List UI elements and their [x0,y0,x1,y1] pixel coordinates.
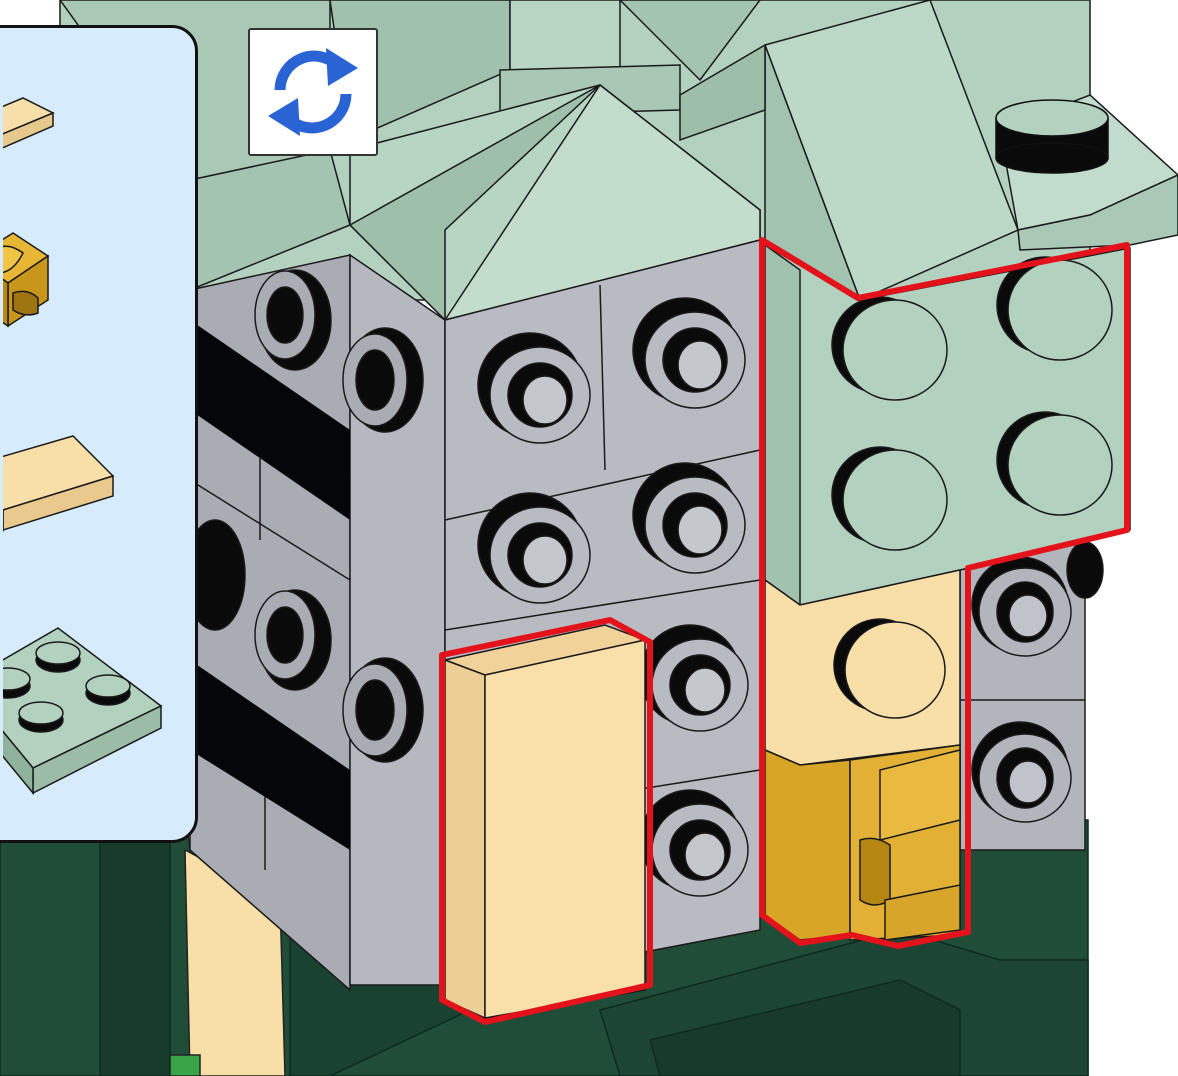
tan-tile-icon[interactable] [3,436,113,530]
parts-list-panel [0,25,198,843]
tan-plate-icon[interactable] [3,83,53,152]
gold-clip-icon[interactable] [3,233,48,326]
sand-green-plate-icon[interactable] [3,628,161,793]
new-tan-tile [445,625,645,1018]
rotate-arrows-icon [250,30,376,154]
black-stud [996,100,1108,173]
rotate-button[interactable]: Rotate [248,28,378,156]
